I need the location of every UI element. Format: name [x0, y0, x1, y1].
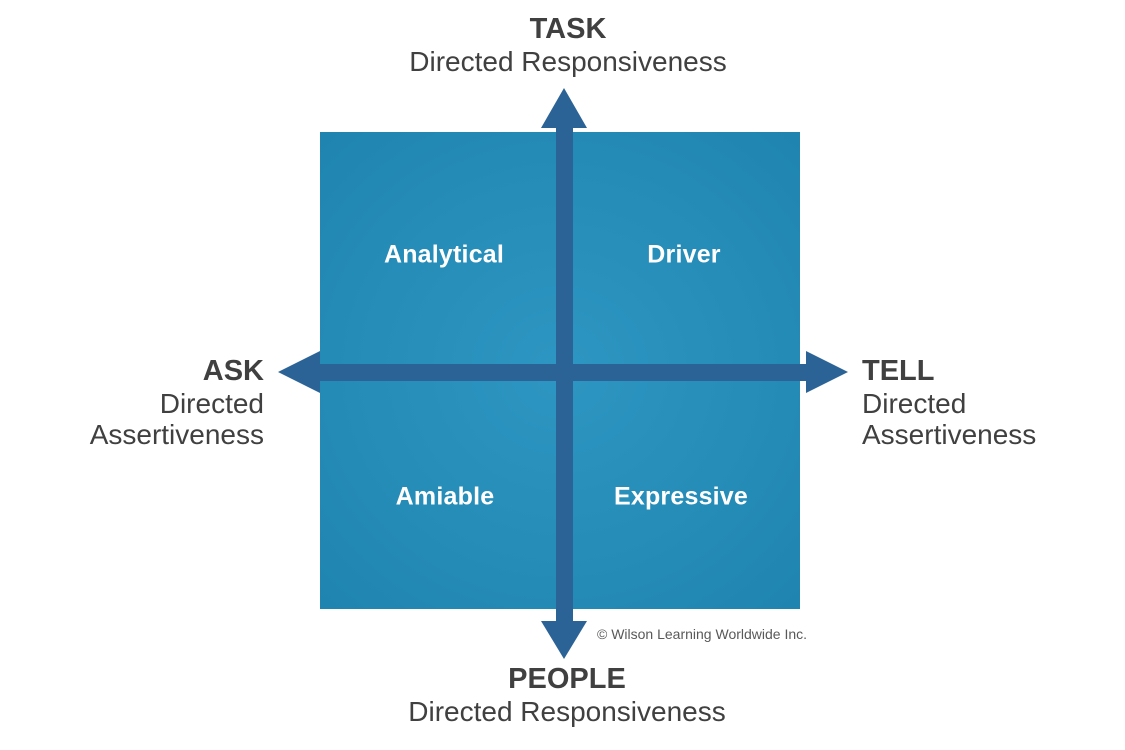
- arrow-right-icon: [806, 351, 848, 393]
- arrow-up-icon: [541, 88, 587, 128]
- axis-subtitle-tell-line1: Directed: [862, 388, 967, 419]
- quadrant-label-amiable: Amiable: [395, 482, 495, 511]
- axis-title-task: TASK: [529, 13, 607, 45]
- arrow-down-icon: [541, 621, 587, 659]
- quadrant-label-driver: Driver: [647, 240, 721, 269]
- axis-title-tell: TELL: [862, 355, 935, 387]
- axis-subtitle-task: Directed Responsiveness: [409, 46, 727, 77]
- quadrant-label-analytical: Analytical: [383, 240, 505, 269]
- axis-caption-ask: ASK Directed Assertiveness: [24, 354, 264, 450]
- axis-subtitle-ask-line1: Directed: [159, 388, 264, 419]
- axis-subtitle-tell-line2: Assertiveness: [862, 419, 1037, 450]
- quadrant-label-expressive: Expressive: [613, 482, 749, 511]
- copyright-notice: © Wilson Learning Worldwide Inc.: [597, 626, 808, 642]
- axis-title-people: PEOPLE: [508, 663, 626, 695]
- axis-caption-people: PEOPLE Directed Responsiveness: [408, 663, 726, 727]
- axis-title-ask: ASK: [202, 355, 264, 387]
- axis-subtitle-people: Directed Responsiveness: [408, 696, 726, 727]
- arrow-left-icon: [278, 351, 320, 393]
- axis-caption-tell: TELL Directed Assertiveness: [862, 354, 1112, 450]
- axis-caption-task: TASK Directed Responsiveness: [409, 13, 727, 77]
- axis-subtitle-ask-line2: Assertiveness: [89, 419, 264, 450]
- horizontal-axis-line: [296, 364, 824, 381]
